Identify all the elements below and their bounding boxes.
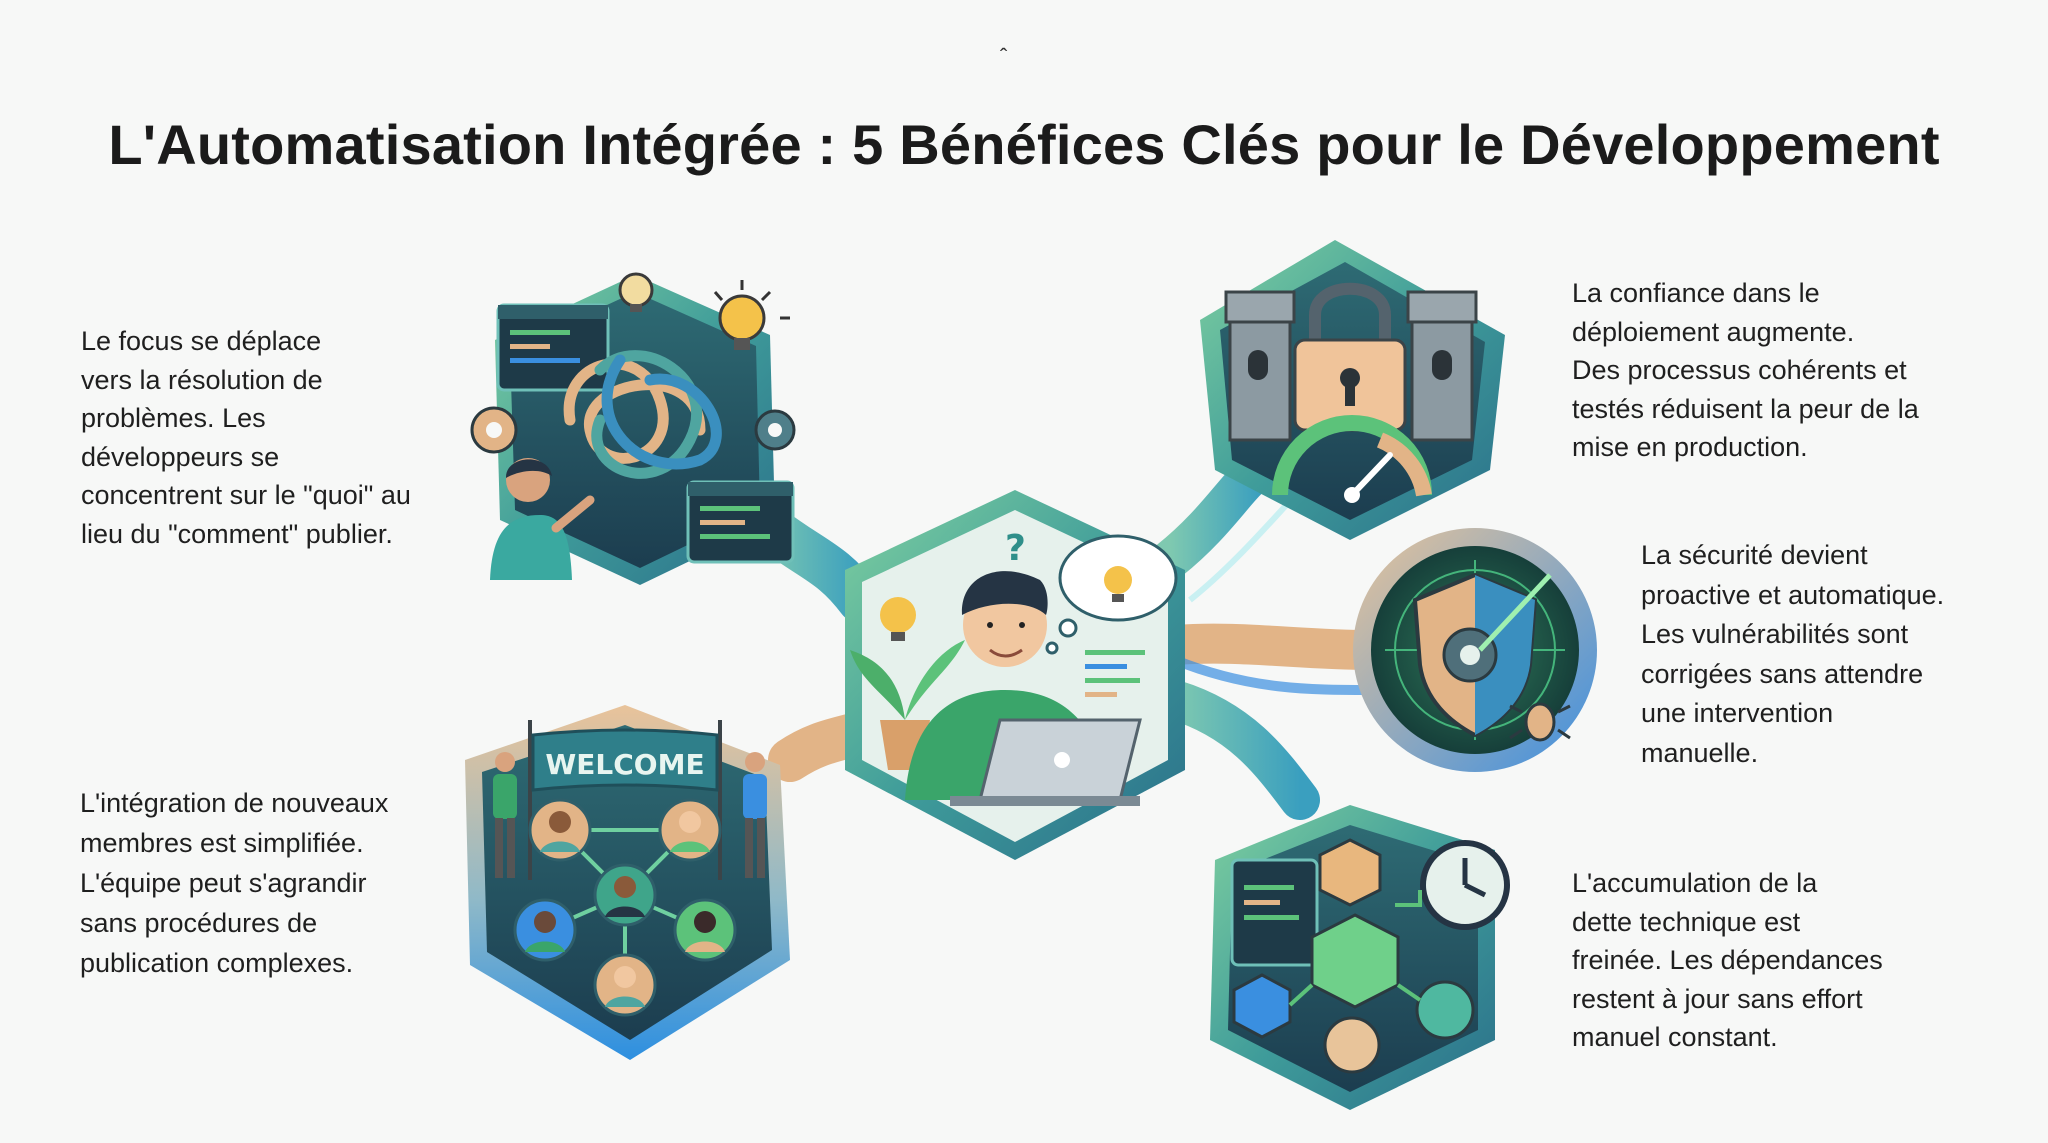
person-icon	[658, 798, 722, 862]
benefit-onboarding-text: L'intégration de nouveaux membres est si…	[80, 788, 389, 978]
benefit-security-text: La sécurité devient proactive et automat…	[1641, 540, 1945, 768]
benefit-confidence-text: La confiance dans le déploiement augment…	[1572, 278, 1919, 462]
sphere-icon	[1415, 980, 1475, 1040]
castle-tower-icon	[1406, 290, 1478, 442]
gear-icon	[754, 409, 796, 451]
cube-icon	[1310, 913, 1400, 1009]
developer-icon	[490, 458, 595, 580]
clock-icon	[1420, 840, 1510, 930]
welcome-banner-icon: WELCOME	[528, 720, 722, 880]
thought-bubble-icon	[1045, 534, 1178, 655]
castle-tower-icon	[1224, 290, 1296, 442]
person-icon	[528, 798, 592, 862]
tech-debt-hex	[1210, 805, 1510, 1110]
benefit-focus-text: Le focus se déplace vers la résolution d…	[81, 326, 411, 549]
person-icon	[593, 953, 657, 1017]
tangled-knot-icon	[563, 350, 722, 479]
code-lines-icon	[1085, 650, 1145, 697]
code-window-icon	[686, 480, 795, 564]
bug-icon	[1509, 702, 1571, 742]
person-icon	[593, 863, 657, 927]
gear-icon	[1442, 627, 1498, 683]
onboarding-hex: WELCOME	[465, 705, 790, 1060]
security-circle	[1353, 528, 1597, 772]
confidence-hex	[1200, 240, 1505, 540]
cube-icon	[1318, 838, 1382, 907]
caret-icon: ˆ	[1000, 44, 1008, 69]
benefit-tech-debt-text: L'accumulation de la dette technique est…	[1572, 868, 1883, 1052]
center-hex: ?	[845, 490, 1185, 860]
focus-hex	[470, 272, 796, 585]
person-icon	[743, 752, 767, 878]
sphere-icon	[1323, 1016, 1381, 1074]
gear-icon	[470, 406, 518, 454]
lightbulb-icon	[618, 272, 654, 312]
lightbulb-icon	[713, 280, 790, 350]
person-icon	[513, 898, 577, 962]
page-title: L'Automatisation Intégrée : 5 Bénéfices …	[108, 113, 1940, 176]
code-window-icon	[496, 303, 610, 392]
code-window-icon	[1230, 858, 1319, 967]
banner-text: WELCOME	[545, 748, 704, 781]
question-mark-icon: ?	[1005, 528, 1026, 569]
cube-icon	[1232, 973, 1292, 1039]
gauge-icon	[1272, 415, 1432, 503]
person-icon	[493, 752, 517, 878]
laptop-icon	[950, 718, 1142, 806]
person-icon	[673, 898, 737, 962]
lightbulb-icon	[880, 597, 916, 641]
plant-icon	[850, 640, 965, 770]
